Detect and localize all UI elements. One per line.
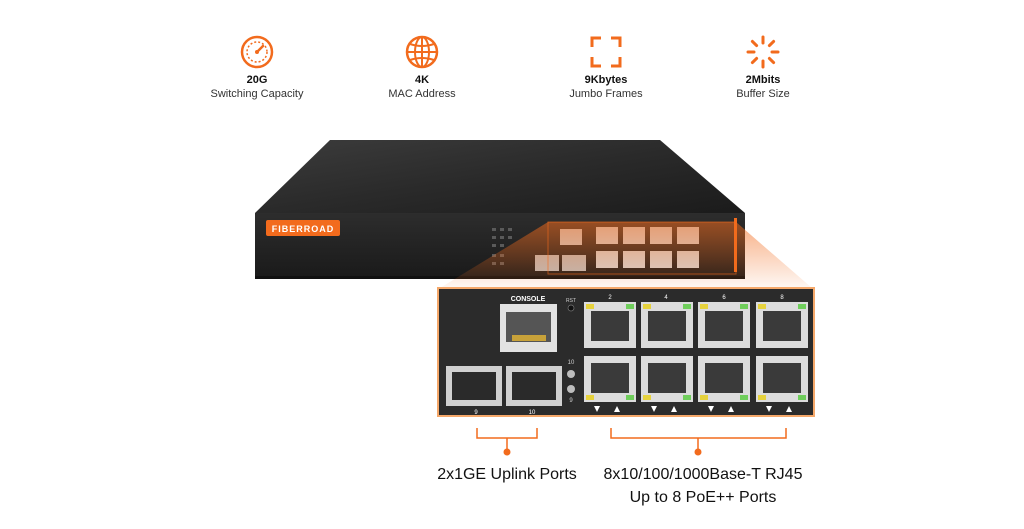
sfp-port-10 bbox=[506, 366, 562, 406]
feature-value: 9Kbytes bbox=[584, 74, 628, 86]
rj45-port-top-3 bbox=[698, 302, 750, 348]
spinner-icon bbox=[746, 35, 780, 69]
sfp-number-9: 9 bbox=[474, 410, 478, 416]
rj45-port-bottom-2 bbox=[641, 356, 693, 402]
brand-badge bbox=[266, 220, 340, 236]
rj45-port-bottom-3 bbox=[698, 356, 750, 402]
feature-buffer-size: 2Mbits Buffer Size bbox=[688, 34, 838, 100]
port-number-2: 2 bbox=[608, 295, 612, 301]
speedometer-icon bbox=[240, 35, 274, 69]
uplink-bracket-dot bbox=[503, 448, 511, 456]
rj45-port-top-1 bbox=[584, 302, 636, 348]
rj45-caption-line2: Up to 8 PoE++ Ports bbox=[629, 489, 777, 506]
rst-label: RST bbox=[566, 298, 576, 304]
port-number-6: 6 bbox=[722, 295, 726, 301]
reset-button[interactable] bbox=[567, 304, 575, 312]
feature-value: 2Mbits bbox=[745, 74, 781, 86]
rj45-port-top-2 bbox=[641, 302, 693, 348]
rj45-port-top-4 bbox=[756, 302, 808, 348]
feature-mac-address: 4K MAC Address bbox=[347, 34, 497, 100]
led-label-9: 9 bbox=[569, 398, 573, 404]
rj45-port-bottom-4 bbox=[756, 356, 808, 402]
feature-label: Switching Capacity bbox=[210, 88, 304, 100]
brand-logo: FIBERROAD bbox=[272, 224, 335, 234]
led-9 bbox=[567, 385, 575, 393]
feature-label: MAC Address bbox=[388, 88, 456, 100]
sfp-port-9 bbox=[446, 366, 502, 406]
feature-label: Buffer Size bbox=[736, 88, 790, 100]
console-label: CONSOLE bbox=[511, 296, 546, 303]
uplink-bracket bbox=[476, 428, 538, 450]
feature-jumbo-frames: 9Kbytes Jumbo Frames bbox=[531, 34, 681, 100]
rj45-bracket-dot bbox=[694, 448, 702, 456]
led-10 bbox=[567, 370, 575, 378]
port-number-8: 8 bbox=[780, 295, 784, 301]
feature-label: Jumbo Frames bbox=[569, 88, 643, 100]
switch-top bbox=[255, 140, 745, 213]
globe-icon bbox=[405, 35, 439, 69]
uplink-caption: 2x1GE Uplink Ports bbox=[437, 466, 577, 483]
feature-value: 20G bbox=[246, 74, 268, 86]
port-number-4: 4 bbox=[664, 295, 668, 301]
feature-value: 4K bbox=[414, 74, 430, 86]
frame-corners-icon bbox=[590, 36, 622, 68]
rj45-bracket bbox=[610, 428, 787, 450]
led-label-10: 10 bbox=[568, 360, 575, 366]
rj45-caption-line1: 8x10/100/1000Base-T RJ45 bbox=[603, 466, 803, 483]
sfp-number-10: 10 bbox=[529, 410, 536, 416]
rj45-port-bottom-1 bbox=[584, 356, 636, 402]
port-arrow-markers bbox=[594, 406, 792, 412]
feature-switching-capacity: 20G Switching Capacity bbox=[182, 34, 332, 100]
zoom-highlight-beam bbox=[440, 222, 812, 288]
